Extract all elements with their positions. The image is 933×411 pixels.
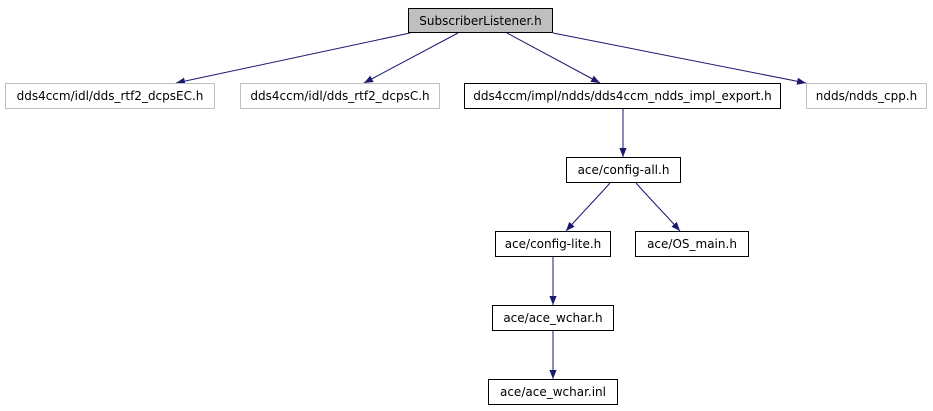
node-ndds-cpp-h[interactable]: ndds/ndds_cpp.h [806, 83, 927, 109]
node-os-main-h[interactable]: ace/OS_main.h [635, 231, 749, 257]
node-ace-wchar-inl[interactable]: ace/ace_wchar.inl [488, 379, 618, 405]
edge-config-all-config-lite [565, 182, 611, 232]
edge-config-all-os-main [635, 182, 681, 232]
node-subscriberlistener-h[interactable]: SubscriberListener.h [408, 8, 553, 33]
node-config-lite-h[interactable]: ace/config-lite.h [495, 231, 611, 257]
node-dds-rtf2-dcpsc-h[interactable]: dds4ccm/idl/dds_rtf2_dcpsC.h [240, 83, 440, 109]
edge-root-rtf2-c [363, 32, 459, 84]
edge-root-ndds-cpp [552, 32, 807, 85]
node-config-all-h[interactable]: ace/config-all.h [566, 157, 681, 183]
node-dds4ccm-ndds-impl-export-h[interactable]: dds4ccm/impl/ndds/dds4ccm_ndds_impl_expo… [464, 83, 781, 109]
node-dds-rtf2-dcpsec-h[interactable]: dds4ccm/idl/dds_rtf2_dcpsEC.h [5, 83, 215, 109]
edge-root-impl-export [506, 32, 601, 84]
edge-root-rtf2-ec [175, 32, 411, 85]
node-ace-wchar-h[interactable]: ace/ace_wchar.h [492, 305, 614, 331]
